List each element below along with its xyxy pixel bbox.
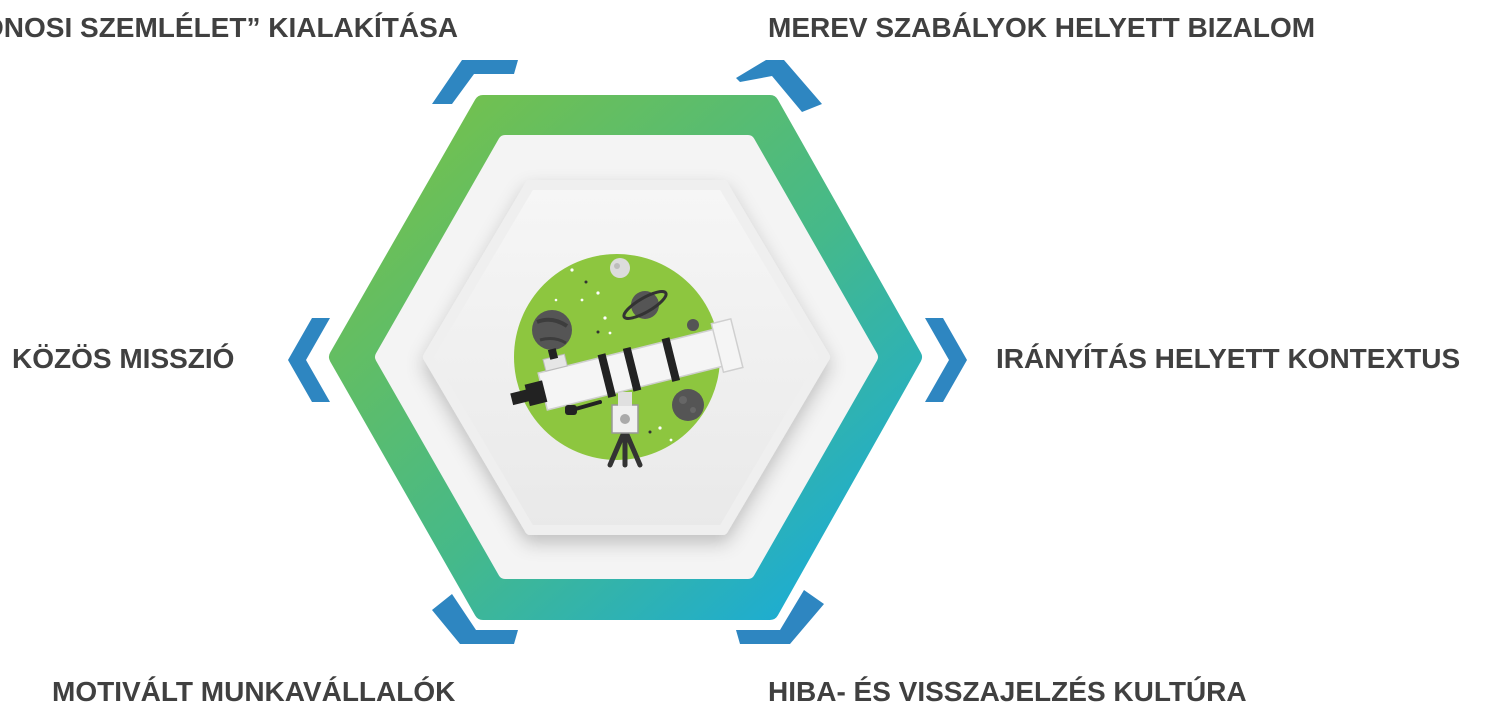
label-top-left: ONOSI SZEMLÉLET” KIALAKÍTÁSA [0,12,458,43]
chevron-bottom-right-icon [736,590,824,644]
chevron-group [288,60,967,644]
label-right: IRÁNYÍTÁS HELYETT KONTEXTUS [996,343,1461,374]
label-bottom-right: HIBA- ÉS VISSZAJELZÉS KULTÚRA [768,676,1247,707]
chevron-top-right-icon [736,60,822,112]
telescope-icon [510,254,744,468]
label-left: KÖZÖS MISSZIÓ [12,343,235,374]
chevron-bottom-left-icon [432,594,518,644]
chevron-right-icon [925,318,967,402]
chevron-left-icon [288,318,330,402]
label-top-right: MEREV SZABÁLYOK HELYETT BIZALOM [768,12,1316,43]
label-bottom-left: MOTIVÁLT MUNKAVÁLLALÓK [52,676,456,707]
chevron-top-left-icon [432,60,518,104]
